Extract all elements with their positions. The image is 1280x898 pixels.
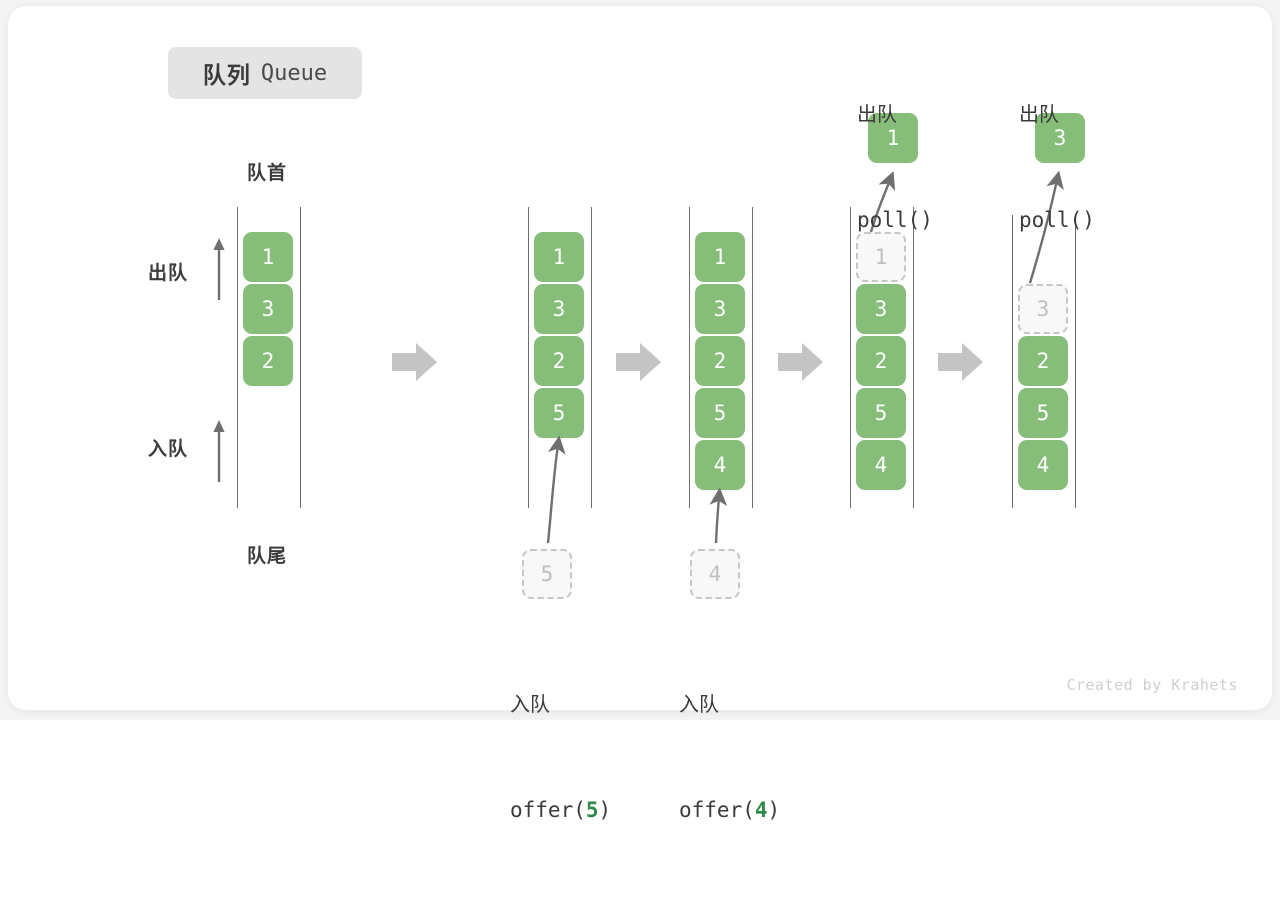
diagram-title-badge: 队列 Queue <box>168 47 362 99</box>
queue-element: 2 <box>243 336 293 386</box>
queue-element: 4 <box>856 440 906 490</box>
offer-5-motion-arrow <box>546 435 566 544</box>
queue-element: 4 <box>695 440 745 490</box>
queue-rail-right <box>300 207 301 508</box>
caption-poll-1: 出队 poll() <box>857 28 933 308</box>
queue-rail-right <box>913 207 914 508</box>
queue-element: 5 <box>856 388 906 438</box>
queue-element: 4 <box>1018 440 1068 490</box>
dequeue-direction-arrow-icon <box>208 236 230 302</box>
title-chinese: 队列 <box>202 62 251 88</box>
caption-poll-1-cn: 出队 <box>857 104 897 126</box>
queue-element: 2 <box>1018 336 1068 386</box>
caption-offer-5: 入队 offer(5) <box>510 618 611 898</box>
queue-rail-left <box>850 207 851 508</box>
queue-rail-left <box>237 207 238 508</box>
removed-element-ghost: 3 <box>1018 284 1068 334</box>
diagram-content: 队列 Queue 队首 队尾 出队 入队 1 3 2 <box>148 28 1238 822</box>
queue-element: 2 <box>856 336 906 386</box>
caption-poll-2: 出队 poll() <box>1019 28 1095 308</box>
queue-element: 1 <box>243 232 293 282</box>
caption-offer-4-cn: 入队 <box>679 694 719 716</box>
queue-rail-right <box>752 207 753 508</box>
queue-element: 3 <box>243 284 293 334</box>
code-post: ) <box>598 798 612 822</box>
code-post: ) <box>767 798 781 822</box>
code-pre: offer( <box>510 798 586 822</box>
queue-element: 5 <box>534 388 584 438</box>
code-arg: 4 <box>754 798 768 822</box>
caption-poll-1-code: poll() <box>857 208 933 232</box>
diagram-canvas: 队列 Queue 队首 队尾 出队 入队 1 3 2 <box>0 0 1280 822</box>
caption-offer-5-code: offer(5) <box>510 793 611 828</box>
popped-element: 3 <box>1035 113 1085 163</box>
caption-offer-4-code: offer(4) <box>679 793 780 828</box>
queue-rail-left <box>528 207 529 508</box>
title-english: Queue <box>260 60 328 86</box>
step-arrow-icon <box>616 340 662 384</box>
code-pre: offer( <box>679 798 755 822</box>
queue-rail-right <box>1075 215 1076 508</box>
enqueue-direction-arrow-icon <box>208 418 230 484</box>
queue-element: 5 <box>695 388 745 438</box>
caption-poll-2-cn: 出队 <box>1019 104 1059 126</box>
step-arrow-icon <box>938 340 984 384</box>
queue-element: 2 <box>695 336 745 386</box>
queue-element: 3 <box>534 284 584 334</box>
incoming-element-ghost: 5 <box>522 549 572 599</box>
caption-poll-2-code: poll() <box>1019 208 1095 232</box>
enqueue-direction-label: 入队 <box>148 439 189 460</box>
queue-tail-label: 队尾 <box>246 546 287 567</box>
queue-element: 5 <box>1018 388 1068 438</box>
caption-offer-5-cn: 入队 <box>510 694 550 716</box>
queue-element: 3 <box>695 284 745 334</box>
dequeue-direction-label: 出队 <box>148 263 189 284</box>
step-arrow-icon <box>778 340 824 384</box>
popped-element: 1 <box>868 113 918 163</box>
queue-element: 2 <box>534 336 584 386</box>
signature-text: Created by Krahets <box>1066 676 1238 694</box>
offer-4-motion-arrow <box>709 487 728 544</box>
code-arg: 5 <box>585 798 599 822</box>
queue-head-label: 队首 <box>246 163 287 184</box>
queue-element: 1 <box>534 232 584 282</box>
step-arrow-icon <box>392 340 438 384</box>
caption-offer-4: 入队 offer(4) <box>679 618 780 898</box>
incoming-element-ghost: 4 <box>690 549 740 599</box>
queue-rail-right <box>591 207 592 508</box>
queue-element: 3 <box>856 284 906 334</box>
queue-rail-left <box>689 207 690 508</box>
queue-element: 1 <box>695 232 745 282</box>
removed-element-ghost: 1 <box>856 232 906 282</box>
queue-rail-left <box>1012 215 1013 508</box>
